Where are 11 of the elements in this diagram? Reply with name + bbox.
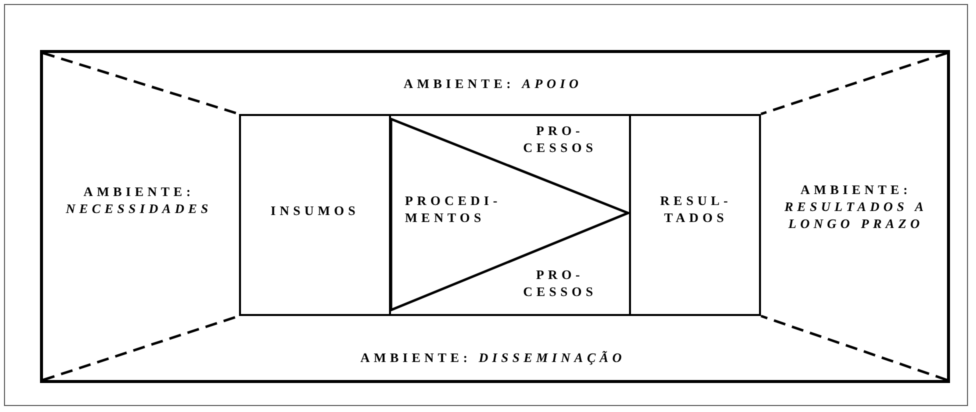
label-text: AMBIENTE: APOIO: [402, 75, 584, 92]
process-box: [629, 114, 761, 316]
label-text: PRO- CESSOS: [522, 122, 598, 156]
label-text: AMBIENTE: RESULTADOS A LONGO PRAZO: [783, 181, 928, 232]
label-text: PROCEDI- MENTOS: [405, 192, 502, 226]
label-text: RESUL- TADOS: [659, 192, 733, 226]
label-text: AMBIENTE: DISSEMINAÇÃO: [359, 349, 627, 366]
label-text: PRO- CESSOS: [522, 266, 598, 300]
process-box: [239, 114, 391, 316]
label-text: AMBIENTE: NECESSIDADES: [64, 183, 214, 217]
label-text: INSUMOS: [270, 202, 360, 219]
